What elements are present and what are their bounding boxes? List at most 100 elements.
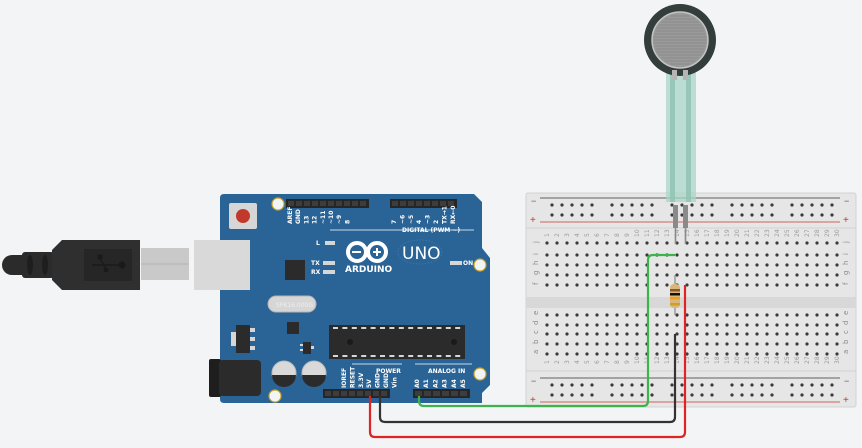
breadboard-hole[interactable] [715,253,719,257]
breadboard-hole[interactable] [805,263,809,267]
breadboard-hole[interactable] [545,273,549,277]
breadboard-hole[interactable] [595,332,599,336]
breadboard-hole[interactable] [755,263,759,267]
breadboard-hole[interactable] [725,273,729,277]
digital-pin[interactable] [400,201,406,206]
analog-pin[interactable] [460,391,467,396]
breadboard-hole[interactable] [665,342,669,346]
breadboard-hole[interactable] [805,241,809,245]
breadboard-hole[interactable] [655,241,659,245]
digital-pin[interactable] [336,201,342,206]
rail-hole[interactable] [550,393,554,397]
breadboard-hole[interactable] [715,323,719,327]
rail-hole[interactable] [830,393,834,397]
rail-hole[interactable] [770,203,774,207]
breadboard-hole[interactable] [795,263,799,267]
breadboard-hole[interactable] [735,313,739,317]
breadboard-hole[interactable] [715,273,719,277]
breadboard-hole[interactable] [555,273,559,277]
breadboard-hole[interactable] [665,332,669,336]
breadboard-hole[interactable] [705,263,709,267]
breadboard-hole[interactable] [715,283,719,287]
breadboard-hole[interactable] [545,352,549,356]
power-pin[interactable] [381,391,387,396]
breadboard-hole[interactable] [725,241,729,245]
reset-button[interactable] [229,203,257,229]
signal-wire[interactable] [417,253,675,408]
breadboard-hole[interactable] [665,283,669,287]
rail-hole[interactable] [620,203,624,207]
breadboard-hole[interactable] [775,313,779,317]
breadboard-hole[interactable] [755,352,759,356]
rail-hole[interactable] [650,203,654,207]
breadboard-hole[interactable] [615,332,619,336]
breadboard-hole[interactable] [615,352,619,356]
breadboard-hole[interactable] [565,323,569,327]
breadboard-hole[interactable] [675,332,679,336]
breadboard-hole[interactable] [805,313,809,317]
rail-hole[interactable] [680,393,684,397]
breadboard-hole[interactable] [585,323,589,327]
breadboard-hole[interactable] [575,263,579,267]
rail-hole[interactable] [710,383,714,387]
rail-hole[interactable] [550,383,554,387]
digital-pin[interactable] [448,201,454,206]
rail-hole[interactable] [640,393,644,397]
breadboard-hole[interactable] [595,313,599,317]
power-pin[interactable] [333,391,339,396]
breadboard-hole[interactable] [695,263,699,267]
breadboard-hole[interactable] [545,253,549,257]
rail-hole[interactable] [680,383,684,387]
digital-pin[interactable] [328,201,334,206]
breadboard-hole[interactable] [795,241,799,245]
breadboard-hole[interactable] [765,323,769,327]
breadboard-hole[interactable] [825,313,829,317]
breadboard-hole[interactable] [705,342,709,346]
breadboard-hole[interactable] [615,253,619,257]
rail-hole[interactable] [620,213,624,217]
rail-hole[interactable] [770,393,774,397]
breadboard-hole[interactable] [545,342,549,346]
breadboard-hole[interactable] [715,332,719,336]
breadboard-hole[interactable] [785,332,789,336]
breadboard-hole[interactable] [735,263,739,267]
breadboard-hole[interactable] [685,352,689,356]
rail-hole[interactable] [570,383,574,387]
rail-hole[interactable] [810,393,814,397]
breadboard-hole[interactable] [705,283,709,287]
breadboard-hole[interactable] [745,332,749,336]
breadboard-hole[interactable] [755,283,759,287]
ground-wire[interactable] [378,334,677,424]
breadboard-hole[interactable] [575,342,579,346]
breadboard-hole[interactable] [805,332,809,336]
rail-hole[interactable] [680,213,684,217]
rail-hole[interactable] [610,393,614,397]
breadboard-hole[interactable] [615,241,619,245]
breadboard-hole[interactable] [655,323,659,327]
breadboard-hole[interactable] [655,313,659,317]
breadboard-hole[interactable] [565,342,569,346]
rail-hole[interactable] [740,393,744,397]
breadboard-hole[interactable] [755,323,759,327]
breadboard-hole[interactable] [625,283,629,287]
breadboard-hole[interactable] [765,263,769,267]
breadboard-hole[interactable] [675,273,679,277]
breadboard-hole[interactable] [545,332,549,336]
breadboard-hole[interactable] [645,241,649,245]
breadboard-hole[interactable] [585,273,589,277]
breadboard-hole[interactable] [795,283,799,287]
rail-hole[interactable] [700,393,704,397]
breadboard-hole[interactable] [835,352,839,356]
breadboard-hole[interactable] [825,332,829,336]
breadboard-hole[interactable] [795,332,799,336]
breadboard-hole[interactable] [795,253,799,257]
rail-hole[interactable] [590,203,594,207]
breadboard-hole[interactable] [715,263,719,267]
rail-hole[interactable] [710,393,714,397]
breadboard-hole[interactable] [705,253,709,257]
breadboard-hole[interactable] [605,332,609,336]
breadboard-hole[interactable] [775,263,779,267]
rail-hole[interactable] [610,213,614,217]
breadboard-hole[interactable] [585,332,589,336]
rail-hole[interactable] [630,203,634,207]
